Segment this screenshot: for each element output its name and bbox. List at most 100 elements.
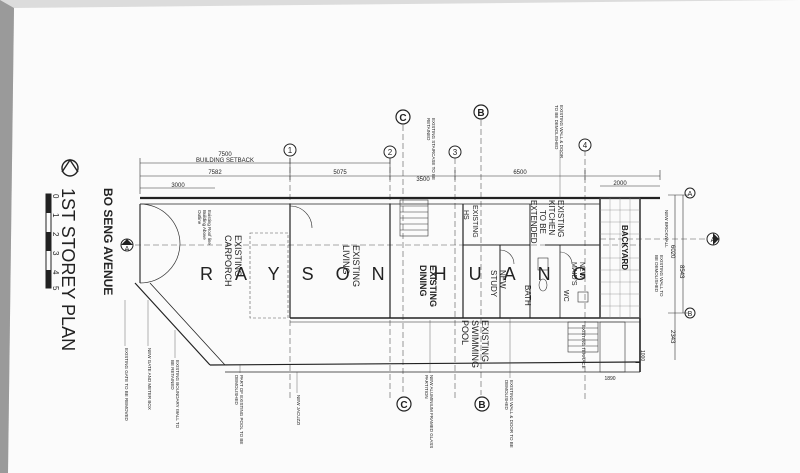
door-swings — [289, 205, 573, 265]
dim-side-6020: 6020 — [669, 245, 675, 259]
note-jacuzzi: NEW JACUZZI — [296, 395, 301, 425]
dim-2000: 2000 — [613, 181, 627, 187]
dim-3500: 3500 — [416, 177, 430, 183]
svg-text:B: B — [478, 400, 485, 411]
scale-tick: 2 — [51, 232, 60, 237]
svg-text:B: B — [688, 311, 693, 318]
svg-text:CARPORCH: CARPORCH — [223, 235, 233, 287]
svg-text:WC: WC — [562, 290, 569, 302]
note-sliding-glass: NEW ALUMINIUM FRAMED GLASS PARTITION — [424, 375, 434, 448]
svg-text:RETAINED: RETAINED — [426, 118, 431, 141]
note-staircase: EXISTING STAIRCASE TO BE RETAINED — [426, 118, 436, 180]
annotations: Existing Roof line Building Above Outlin… — [124, 105, 669, 448]
svg-text:SWIMMING: SWIMMING — [470, 320, 480, 368]
svg-text:NEW ALUMINIUM FRAMED GLASS: NEW ALUMINIUM FRAMED GLASS — [429, 375, 434, 448]
scale-tick: 5 — [51, 286, 60, 291]
svg-text:A: A — [688, 191, 693, 198]
section-marker-a-left: A — [120, 238, 134, 253]
sheet-title: 1ST STOREY PLAN — [58, 188, 78, 351]
svg-text:3: 3 — [453, 148, 458, 157]
svg-text:EXISTING: EXISTING — [428, 265, 438, 307]
right-dimensions — [668, 194, 688, 360]
svg-text:4: 4 — [583, 141, 588, 150]
room-label-pool: EXISTING SWIMMING POOL — [460, 320, 490, 368]
svg-text:Outline: Outline — [197, 210, 202, 225]
dim-setback: 7500 — [218, 152, 232, 158]
svg-text:LIVING: LIVING — [341, 245, 351, 275]
north-arrow-icon — [61, 158, 79, 177]
svg-text:NEW: NEW — [578, 262, 585, 279]
note-wall-door-top: EXISTING WALL & DOOR TO BE DEMOLISHED — [554, 105, 564, 159]
svg-text:A: A — [125, 246, 130, 253]
svg-text:TO BE DEMOLISHED: TO BE DEMOLISHED — [554, 105, 559, 150]
room-label-dining: EXISTING DINING — [418, 265, 438, 307]
room-label-kitchen: EXISTING KITCHEN TO BE EXTENDED — [529, 200, 565, 244]
terrace-steps — [567, 321, 626, 373]
svg-text:KITCHEN: KITCHEN — [547, 200, 556, 235]
svg-text:PART OF EXISTING POOL TO BE: PART OF EXISTING POOL TO BE — [239, 375, 244, 444]
staircase — [399, 199, 429, 237]
grid-bubble-b-bottom: B — [474, 396, 490, 412]
dim-5075: 5075 — [333, 170, 347, 176]
note-roof-line: Existing Roof line Building Above Outlin… — [197, 210, 212, 245]
note-new-gate: NEW GATE AND METER BOX — [147, 348, 152, 410]
svg-text:1: 1 — [288, 146, 293, 155]
paper-sheet — [8, 0, 800, 473]
svg-text:DEMOLISHED: DEMOLISHED — [504, 380, 509, 411]
svg-text:C: C — [400, 400, 407, 411]
grid-bubble-c-bottom: C — [396, 396, 412, 412]
note-wall-demolish: EXISTING WALL TO BE DEMOLISHED — [654, 255, 664, 297]
svg-text:A: A — [711, 237, 716, 244]
scale-tick: 4 — [51, 270, 60, 275]
svg-text:POOL: POOL — [460, 320, 470, 345]
dim-side-8543: 8543 — [678, 265, 684, 279]
svg-text:C: C — [399, 113, 406, 124]
backyard-tiles — [599, 197, 641, 319]
svg-text:Building Above: Building Above — [202, 210, 207, 240]
svg-text:BE RETAINED: BE RETAINED — [170, 360, 175, 390]
grid-bubbles: 1 2 3 4 C B C B A B — [283, 104, 696, 412]
grid-bubble-4: 4 — [578, 138, 592, 152]
svg-text:MAID'S: MAID'S — [570, 262, 577, 286]
svg-text:STUDY: STUDY — [489, 270, 498, 298]
room-label-study: NEW STUDY — [489, 270, 507, 298]
note-gate-removed: EXISTING GATE TO BE REMOVED — [124, 348, 129, 422]
room-label-living: EXISTING LIVING — [341, 245, 361, 287]
svg-text:Existing Roof line: Existing Roof line — [207, 210, 212, 245]
room-label-backyard: BACKYARD — [620, 225, 629, 270]
dim-7582: 7582 — [208, 170, 222, 176]
svg-text:HS: HS — [462, 210, 469, 220]
svg-text:EXISTING BOUNDARY WALL TO: EXISTING BOUNDARY WALL TO — [175, 360, 180, 429]
dim-1890: 1890 — [604, 376, 615, 382]
note-pool-demolish: PART OF EXISTING POOL TO BE DEMOLISHED — [234, 375, 244, 444]
dim-1000: 1000 — [639, 350, 645, 361]
top-dimensions — [139, 158, 661, 194]
wc-fixtures — [537, 257, 589, 303]
roof-outline — [249, 232, 289, 319]
street-name: BO SENG AVENUE — [101, 188, 115, 295]
note-existing-terrace: EXISTING TERRACE — [581, 325, 586, 369]
svg-text:DINING: DINING — [418, 265, 428, 297]
grid-bubble-a-right: A — [684, 187, 696, 199]
svg-text:B: B — [477, 108, 484, 119]
room-label-bath: BATH — [523, 285, 532, 306]
svg-text:EXISTING: EXISTING — [233, 235, 243, 277]
svg-text:NEW: NEW — [498, 270, 507, 289]
gate-swing — [139, 203, 181, 284]
building-walls — [134, 196, 660, 373]
section-marker-a-right: A — [706, 232, 720, 246]
note-boundary-wall: EXISTING BOUNDARY WALL TO BE RETAINED — [170, 360, 180, 429]
svg-text:2: 2 — [388, 148, 393, 157]
room-label-hs: EXISTING HS — [462, 205, 478, 238]
room-label-carporch: EXISTING CARPORCH — [223, 235, 243, 287]
scale-tick: 1 — [51, 213, 60, 218]
grid-bubble-1: 1 — [283, 143, 297, 157]
dim-3000: 3000 — [171, 183, 185, 189]
room-labels: EXISTING CARPORCH EXISTING LIVING EXISTI… — [223, 200, 629, 368]
svg-text:PARTITION: PARTITION — [424, 375, 429, 399]
dim-side-2343: 2343 — [669, 330, 675, 344]
svg-text:EXISTING STAIRCASE TO BE: EXISTING STAIRCASE TO BE — [431, 118, 436, 180]
svg-text:EXISTING: EXISTING — [351, 245, 361, 287]
